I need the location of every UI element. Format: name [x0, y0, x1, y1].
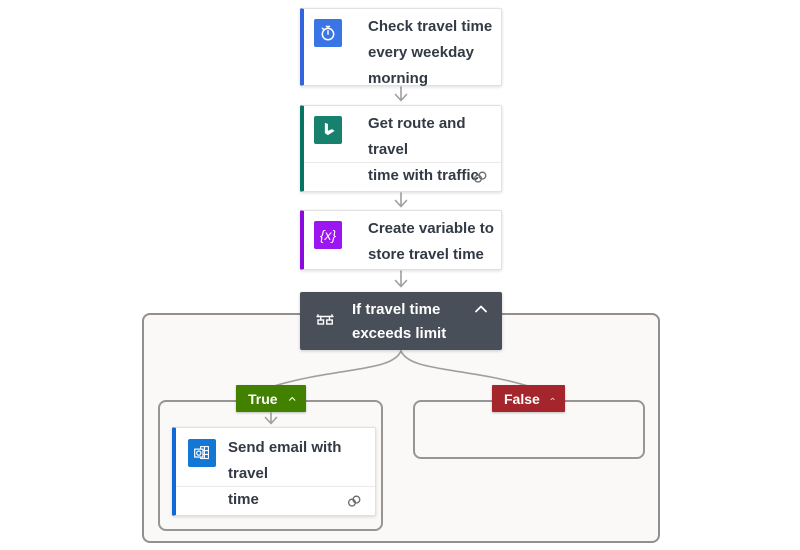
condition-card-if-travel-time[interactable]: If travel time exceeds limit: [300, 292, 502, 350]
card-title: Send email with travel time: [228, 439, 342, 508]
condition-icon: [313, 309, 337, 338]
bing-maps-icon: [314, 116, 342, 144]
trigger-card-check-travel-time[interactable]: Check travel time every weekday morning: [300, 8, 502, 87]
outlook-icon: [188, 439, 216, 467]
variable-icon: {x}: [314, 221, 342, 249]
action-card-get-route[interactable]: Get route and travel time with traffic: [300, 105, 502, 192]
action-card-send-email[interactable]: Send email with travel time: [172, 427, 376, 516]
card-title: Check travel time every weekday morning: [368, 18, 493, 87]
card-footer: [304, 162, 501, 191]
card-title: Get route and travel time with traffic: [368, 115, 479, 184]
false-badge-label: False: [504, 390, 540, 407]
connection-icon: [347, 495, 361, 507]
false-branch-badge[interactable]: False: [492, 385, 565, 412]
connector-arrow: [394, 270, 408, 288]
collapse-chevron-icon[interactable]: [288, 393, 296, 405]
variable-glyph: {x}: [319, 227, 337, 243]
collapse-chevron-icon[interactable]: [472, 302, 490, 321]
action-card-create-variable[interactable]: {x} Create variable to store travel time: [300, 210, 502, 270]
true-badge-label: True: [248, 390, 278, 407]
card-title: If travel time exceeds limit: [352, 301, 447, 342]
recurrence-icon: [314, 19, 342, 47]
card-title: Create variable to store travel time: [368, 220, 494, 263]
connector-arrow: [394, 192, 408, 208]
connection-icon: [473, 171, 487, 183]
card-footer: [176, 486, 375, 515]
true-branch-badge[interactable]: True: [236, 385, 306, 412]
collapse-chevron-icon[interactable]: [550, 393, 555, 405]
